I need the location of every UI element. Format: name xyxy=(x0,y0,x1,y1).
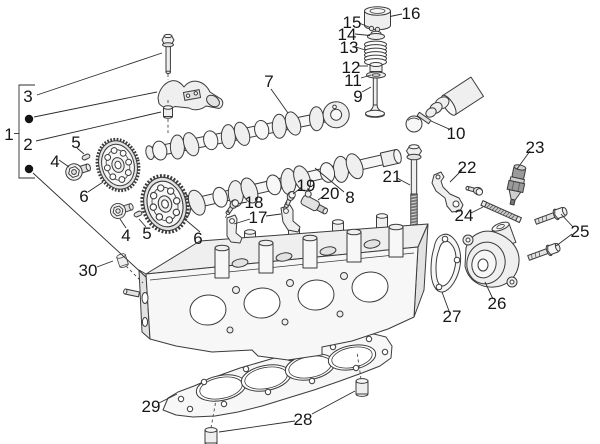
callout-28: 28 xyxy=(294,410,313,429)
bracket-22 xyxy=(431,171,464,213)
callout-3: 3 xyxy=(23,87,32,106)
callout-24: 24 xyxy=(455,206,474,225)
callout-25: 25 xyxy=(571,222,590,241)
callout-10: 10 xyxy=(447,124,466,143)
thread-hatching xyxy=(411,195,417,225)
valve-guide-tower xyxy=(214,244,230,279)
key-pin-5a xyxy=(80,152,92,162)
valve-9 xyxy=(365,77,385,118)
bushing-2 xyxy=(163,105,173,119)
callout-22: 22 xyxy=(458,158,477,177)
callout-2: 2 xyxy=(23,135,32,154)
dowel-28a xyxy=(204,427,218,444)
bullet-markers xyxy=(24,114,34,174)
head-stub-pin xyxy=(123,288,140,298)
sensor-20 xyxy=(300,190,329,215)
callout-27: 27 xyxy=(443,307,462,326)
stud-24 xyxy=(480,200,522,223)
spring-retainer-14 xyxy=(367,30,385,40)
spring-seat-11 xyxy=(366,71,386,79)
sensor-23 xyxy=(506,164,527,206)
callout-4a: 4 xyxy=(50,152,59,171)
callout-26: 26 xyxy=(488,294,507,313)
callout-19: 19 xyxy=(297,176,316,195)
cylinder-head xyxy=(123,213,429,361)
callout-8: 8 xyxy=(345,188,354,207)
valve-guide-tower xyxy=(346,228,362,263)
cam-gear-6a xyxy=(89,133,147,197)
thermostat-cover-26 xyxy=(462,221,520,288)
group-bracket-1 xyxy=(14,84,35,179)
callout-18: 18 xyxy=(245,193,264,212)
callout-13: 13 xyxy=(340,38,359,57)
valve-guide-tower xyxy=(258,239,274,274)
bracket-17b xyxy=(280,204,301,233)
callout-labels: 1 2 3 4 5 6 4 5 6 7 8 9 10 11 12 13 14 1… xyxy=(4,4,589,429)
assembly-axis-dash xyxy=(224,209,230,220)
valve-seal-12 xyxy=(369,62,383,72)
cover-gasket-27 xyxy=(430,233,462,293)
cap-bolt-3 xyxy=(161,33,175,75)
tappet-10 xyxy=(405,76,485,133)
callout-20: 20 xyxy=(321,184,340,203)
assembly-axis-dash xyxy=(125,265,144,284)
camshaft-cap-1 xyxy=(157,80,224,111)
valve-spring-13 xyxy=(364,40,387,66)
callout-9: 9 xyxy=(353,87,362,106)
camshaft-7 xyxy=(145,101,350,161)
callout-6a: 6 xyxy=(79,187,88,206)
camshaft-8 xyxy=(150,148,402,220)
callout-5b: 5 xyxy=(142,224,151,243)
bracket-17a xyxy=(226,214,243,244)
key-pin-5b xyxy=(132,209,144,219)
assembly-axis-dash xyxy=(356,351,362,380)
callout-16: 16 xyxy=(402,4,421,23)
bracket-bolt xyxy=(464,183,484,197)
callout-17: 17 xyxy=(249,208,268,227)
leader-lines xyxy=(32,13,574,433)
callout-12: 12 xyxy=(342,58,361,77)
callout-1: 1 xyxy=(4,125,13,144)
head-front-face xyxy=(145,246,419,361)
callout-23: 23 xyxy=(526,138,545,157)
callout-11: 11 xyxy=(344,71,362,90)
valve-guide-tower xyxy=(302,234,318,269)
callout-29: 29 xyxy=(142,397,161,416)
callout-7: 7 xyxy=(264,72,273,91)
assembly-axis-dash xyxy=(282,201,288,211)
callout-21: 21 xyxy=(383,167,402,186)
callout-5a: 5 xyxy=(71,133,80,152)
thread-hatching xyxy=(486,203,516,219)
dowel-28b xyxy=(355,378,369,397)
callout-6b: 6 xyxy=(193,229,202,248)
callout-4b: 4 xyxy=(121,226,130,245)
assembly-axis-dash xyxy=(210,399,217,429)
valve-bucket-16 xyxy=(364,6,391,31)
flange-bolt-25b xyxy=(527,242,561,261)
callout-15: 15 xyxy=(343,13,362,32)
callout-30: 30 xyxy=(79,261,98,280)
valve-guide-tower xyxy=(388,223,404,258)
gear-bolt-4b xyxy=(108,198,136,221)
callout-14: 14 xyxy=(338,25,357,44)
gear-bolt-4a xyxy=(63,158,94,183)
head-bolt-21 xyxy=(406,144,422,229)
